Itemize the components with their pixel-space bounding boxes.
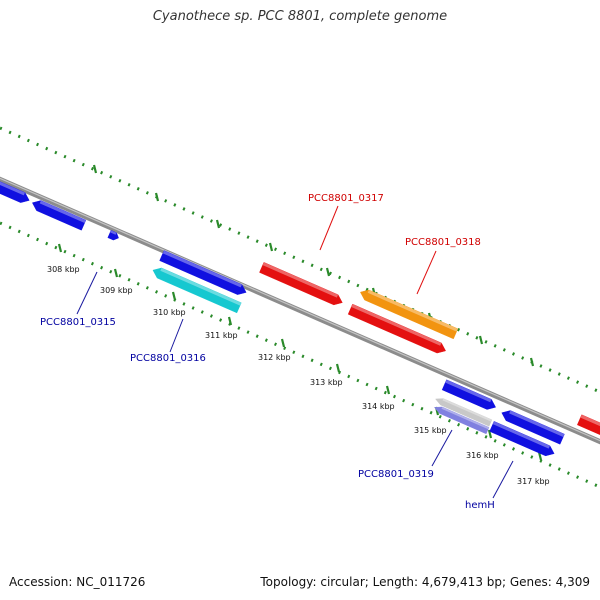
gene-arrow bbox=[0, 178, 30, 203]
gene-arrow bbox=[259, 262, 343, 306]
genes-layer bbox=[0, 178, 600, 457]
inner-track-tick bbox=[487, 429, 493, 439]
map-title: Cyanothece sp. PCC 8801, complete genome bbox=[152, 9, 448, 24]
inner-track-tick bbox=[57, 243, 63, 253]
scale-tick-label: 311 kbp bbox=[205, 331, 238, 340]
inner-track-tick bbox=[227, 316, 233, 326]
gene-arrow bbox=[152, 267, 242, 314]
gene-arrow bbox=[434, 406, 490, 435]
outer-track-tick bbox=[215, 219, 221, 229]
gene-leader-line bbox=[431, 429, 453, 467]
inner-track-tick bbox=[385, 385, 391, 395]
scale-tick-label: 309 kbp bbox=[100, 286, 133, 295]
outer-track-tick bbox=[154, 192, 160, 202]
gene-leader-line bbox=[416, 250, 437, 295]
outer-dotted-track bbox=[0, 126, 600, 394]
gene-arrow bbox=[441, 379, 496, 410]
gene-arrow bbox=[501, 410, 565, 445]
genome-backbone bbox=[0, 176, 600, 445]
inner-track-tick bbox=[171, 291, 177, 301]
scale-tick-label: 310 kbp bbox=[153, 308, 186, 317]
scale-ticks-layer: 308 kbp 309 kbp 310 kbp 311 kbp 312 kbp 313 k… bbox=[47, 265, 550, 486]
gene-arrow bbox=[32, 200, 87, 231]
scale-tick-label: 308 kbp bbox=[47, 265, 80, 274]
gene-label[interactable]: PCC8801_0317 bbox=[308, 193, 384, 204]
outer-track-tick bbox=[268, 242, 274, 252]
gene-label[interactable]: hemH bbox=[465, 500, 495, 511]
gene-arrow-small bbox=[107, 230, 119, 241]
gene-leader-line bbox=[169, 318, 184, 353]
gene-arrow bbox=[360, 289, 459, 340]
outer-track-tick bbox=[529, 357, 535, 367]
gene-label[interactable]: PCC8801_0315 bbox=[40, 317, 116, 328]
inner-track-tick bbox=[335, 363, 341, 373]
inner-track-tick bbox=[113, 268, 119, 278]
gene-arrow bbox=[347, 303, 446, 354]
gene-arrow bbox=[577, 414, 600, 437]
scale-tick-label: 317 kbp bbox=[517, 477, 550, 486]
inner-track-tick bbox=[280, 338, 286, 348]
gene-leader-line bbox=[319, 205, 339, 251]
inner-dotted-track bbox=[0, 221, 600, 489]
gene-leader-line bbox=[492, 460, 514, 499]
gene-label[interactable]: PCC8801_0316 bbox=[130, 353, 206, 364]
outer-track-tick bbox=[478, 335, 484, 345]
gene-arrow bbox=[159, 250, 247, 295]
scale-tick-label: 316 kbp bbox=[466, 451, 499, 460]
genome-summary-text: Topology: circular; Length: 4,679,413 bp… bbox=[260, 575, 590, 589]
tracks-layer bbox=[0, 126, 600, 489]
gene-label[interactable]: PCC8801_0319 bbox=[358, 469, 434, 480]
outer-track-tick bbox=[325, 267, 331, 277]
gene-arrow bbox=[435, 398, 493, 427]
gene-label[interactable]: PCC8801_0318 bbox=[405, 237, 481, 248]
gene-leader-line bbox=[76, 271, 98, 315]
scale-tick-label: 313 kbp bbox=[310, 378, 343, 387]
scale-tick-label: 315 kbp bbox=[414, 426, 447, 435]
gene-arrow bbox=[489, 421, 555, 457]
accession-text: Accession: NC_011726 bbox=[9, 575, 146, 589]
scale-tick-label: 314 kbp bbox=[362, 402, 395, 411]
genome-backbone-highlight bbox=[0, 177, 600, 442]
scale-tick-label: 312 kbp bbox=[258, 353, 291, 362]
outer-track-tick bbox=[92, 164, 98, 174]
